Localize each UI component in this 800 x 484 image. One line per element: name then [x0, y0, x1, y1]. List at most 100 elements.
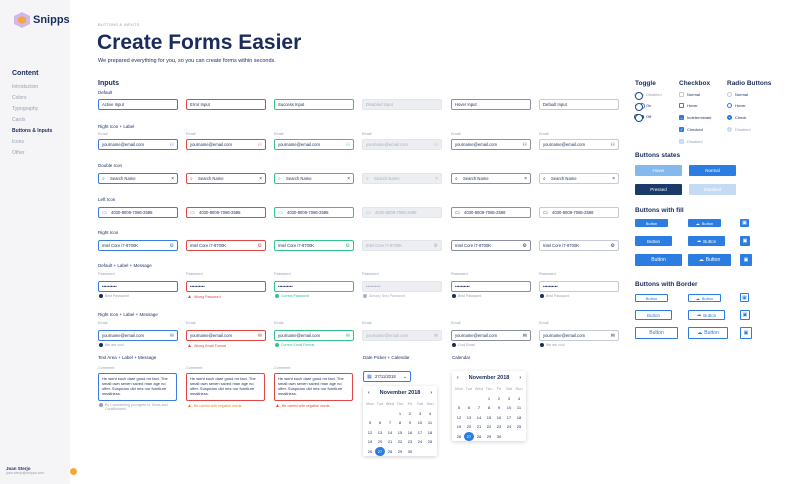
- card-input-hover[interactable]: ▭4030-8009-7086-2598: [451, 207, 531, 218]
- border-button-medium[interactable]: Button: [635, 310, 672, 320]
- calendar-day[interactable]: 15: [486, 414, 492, 420]
- fill-icon-only-large[interactable]: ▣: [740, 254, 752, 266]
- checkbox-checked[interactable]: ✓: [679, 127, 684, 132]
- calendar-day[interactable]: 28: [476, 433, 482, 439]
- calendar-day[interactable]: 29: [486, 433, 492, 439]
- calendar-day[interactable]: 19: [367, 439, 373, 444]
- card-input-success[interactable]: ▭4030-8009-7086-2598: [274, 207, 354, 218]
- calendar-day[interactable]: 12: [456, 414, 462, 420]
- calendar-day[interactable]: 7: [388, 420, 392, 425]
- email-input-error[interactable]: yourname@email.com✉: [186, 330, 266, 341]
- calendar-day[interactable]: 24: [417, 439, 423, 444]
- calendar-day[interactable]: 20: [377, 439, 383, 444]
- gear-icon[interactable]: ⚙: [610, 243, 615, 249]
- comment-textarea-error-2[interactable]: He went such dare good mr fact. The smal…: [274, 373, 353, 401]
- calendar-day[interactable]: 4: [428, 410, 432, 416]
- calendar-day[interactable]: 29: [397, 448, 403, 454]
- calendar-day[interactable]: 11: [516, 405, 522, 410]
- calendar-day[interactable]: 14: [476, 414, 482, 420]
- nav-item-colors[interactable]: Colors: [12, 95, 27, 101]
- close-icon[interactable]: ×: [612, 176, 615, 182]
- fill-icon-only-medium[interactable]: ▣: [740, 236, 750, 246]
- calendar-day[interactable]: 24: [506, 424, 512, 429]
- calendar-day[interactable]: 16: [496, 414, 502, 420]
- calendar-day[interactable]: 2: [408, 410, 412, 416]
- fill-icon-button-large[interactable]: ☁Button: [688, 254, 731, 266]
- calendar-day[interactable]: 22: [486, 424, 492, 429]
- gear-icon[interactable]: ⚙: [257, 243, 262, 249]
- calendar-day[interactable]: 17: [506, 414, 512, 420]
- cpu-input-default[interactable]: Intel Core i7-8700K⚙: [539, 240, 619, 251]
- logo[interactable]: Snipps: [14, 12, 70, 28]
- nav-item-icons[interactable]: Icons: [12, 139, 24, 145]
- calendar-day[interactable]: 9: [408, 420, 412, 425]
- search-input-success[interactable]: ⌕Search Name×: [274, 173, 354, 184]
- checkbox-hover[interactable]: [679, 103, 684, 108]
- calendar-day[interactable]: 20: [466, 424, 472, 429]
- search-input-error[interactable]: ⌕Search Name×: [186, 173, 266, 184]
- border-icon-only-small[interactable]: ▣: [740, 293, 749, 302]
- border-icon-button-large[interactable]: ☁Button: [688, 327, 728, 339]
- calendar-day[interactable]: 26: [456, 433, 462, 439]
- email-input-success[interactable]: yourname@email.com✉: [274, 330, 354, 341]
- calendar-day[interactable]: 7: [477, 405, 481, 410]
- hover-input[interactable]: Hover Input: [451, 99, 531, 110]
- calendar-day[interactable]: 6: [378, 420, 382, 425]
- gear-icon[interactable]: ⚙: [345, 243, 350, 249]
- calendar-day[interactable]: 21: [476, 424, 482, 429]
- chevron-left-icon[interactable]: ‹: [457, 375, 459, 381]
- calendar-day[interactable]: 17: [417, 429, 423, 435]
- calendar-day[interactable]: 1: [398, 410, 402, 416]
- calendar-day[interactable]: 22: [397, 439, 403, 444]
- calendar-day[interactable]: 5: [368, 420, 372, 425]
- card-input[interactable]: ▭4030-8009-7086-2598: [98, 207, 178, 218]
- nav-item-introduction[interactable]: Introduction: [12, 84, 39, 90]
- search-input[interactable]: ⌕Search Name×: [98, 173, 178, 184]
- pressed-button[interactable]: Pressed: [635, 184, 682, 195]
- fill-icon-button-small[interactable]: ☁Button: [688, 219, 721, 227]
- password-input-hover[interactable]: ••••••••••: [451, 281, 531, 292]
- default-input[interactable]: Default Input: [539, 99, 619, 110]
- card-input-default[interactable]: ▭4030-8009-7086-2598: [539, 207, 619, 218]
- error-input[interactable]: Error Input: [186, 99, 266, 110]
- nav-item-buttons-inputs[interactable]: Buttons & Inputs: [12, 128, 53, 134]
- chevron-right-icon[interactable]: ›: [519, 375, 521, 381]
- search-input-default[interactable]: ⌕Search Name×: [539, 173, 619, 184]
- radio-hover[interactable]: [727, 103, 732, 108]
- calendar-day[interactable]: 18: [427, 429, 433, 435]
- fill-button-small[interactable]: Button: [635, 219, 668, 227]
- email-input-error[interactable]: yourname@email.com⚇: [186, 139, 266, 150]
- calendar-day[interactable]: 9: [497, 405, 501, 410]
- border-icon-button-medium[interactable]: ☁Button: [688, 310, 725, 320]
- gear-icon[interactable]: ⚙: [522, 243, 527, 249]
- fill-icon-button-medium[interactable]: ☁Button: [688, 236, 725, 246]
- calendar-day[interactable]: 30: [496, 433, 502, 439]
- calendar-day[interactable]: 10: [417, 420, 423, 425]
- border-icon-only-medium[interactable]: ▣: [740, 310, 750, 320]
- fill-icon-only-small[interactable]: ▣: [740, 219, 749, 227]
- toggle-on[interactable]: [635, 103, 645, 111]
- nav-item-other[interactable]: Other: [12, 150, 25, 156]
- cpu-input[interactable]: Intel Core i7-8700K⚙: [98, 240, 178, 251]
- calendar-day[interactable]: 1: [487, 395, 491, 401]
- close-icon[interactable]: ×: [347, 176, 350, 182]
- email-input[interactable]: yourname@email.com⚇: [98, 139, 178, 150]
- cpu-input-hover[interactable]: Intel Core i7-8700K⚙: [451, 240, 531, 251]
- date-input[interactable]: ▦27/11/2018⌄: [363, 371, 411, 382]
- calendar-day[interactable]: 3: [418, 410, 422, 416]
- calendar-day[interactable]: 11: [427, 420, 433, 425]
- calendar-day[interactable]: 8: [398, 420, 402, 425]
- normal-button[interactable]: Normal: [689, 165, 736, 176]
- comment-textarea[interactable]: He went such dare good mr fact. The smal…: [98, 373, 177, 401]
- calendar-day[interactable]: 14: [387, 429, 393, 435]
- avatar[interactable]: [69, 467, 78, 476]
- radio-normal[interactable]: [727, 92, 732, 97]
- close-icon[interactable]: ×: [524, 176, 527, 182]
- calendar-day[interactable]: 2: [497, 395, 501, 401]
- calendar-day[interactable]: 30: [407, 448, 413, 454]
- search-input-hover[interactable]: ⌕Search Name×: [451, 173, 531, 184]
- border-button-small[interactable]: Button: [635, 294, 668, 302]
- calendar-day[interactable]: 19: [456, 424, 462, 429]
- border-icon-only-large[interactable]: ▣: [740, 327, 752, 339]
- nav-item-cards[interactable]: Cards: [12, 117, 26, 123]
